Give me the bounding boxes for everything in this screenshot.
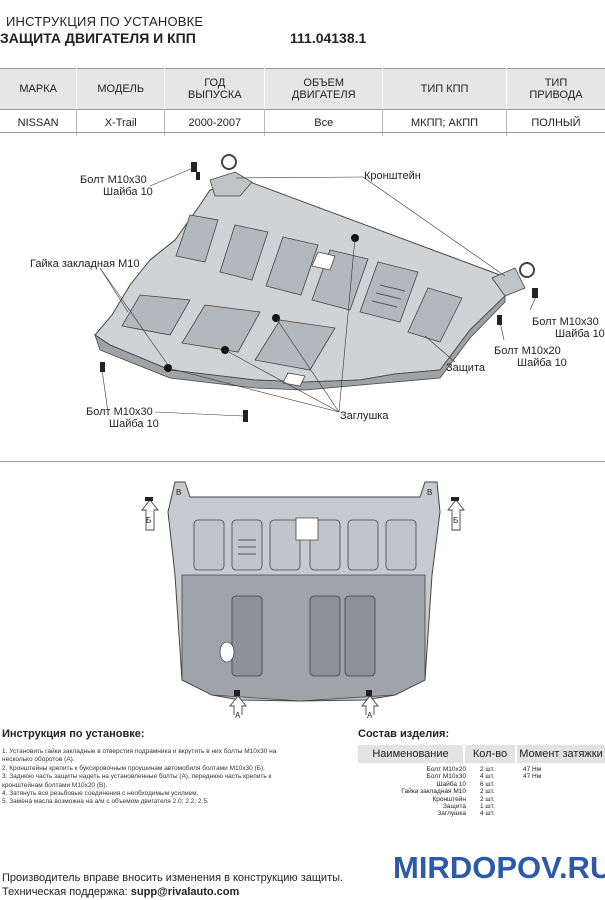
composition-header-torque: Момент затяжки bbox=[517, 745, 605, 763]
instruction-line: кронштейнам болтами М10х20 (В). bbox=[2, 781, 108, 789]
cell-year: 2000-2007 bbox=[164, 109, 266, 136]
label-nut: Гайка закладная М10 bbox=[30, 258, 140, 270]
spec-row: NISSAN X-Trail 2000-2007 Все МКПП; АКПП … bbox=[0, 109, 605, 136]
col-model: МОДЕЛЬ bbox=[76, 68, 166, 110]
instruction-line: 1. Установить гайки закладные в отверсти… bbox=[2, 748, 277, 755]
plan-view-diagram bbox=[141, 481, 465, 715]
instructions-list: 1. Установить гайки закладные в отверсти… bbox=[2, 748, 352, 807]
label-bolt-m20: Болт М10х20 Шайба 10 bbox=[494, 345, 567, 369]
cell-gearbox: МКПП; АКПП bbox=[382, 109, 507, 136]
label-bolt-bottom: Болт М10х30 Шайба 10 bbox=[86, 406, 159, 430]
view-label-v-right: В bbox=[427, 488, 433, 497]
instruction-line: 2. Кронштейны крепить к буксировочным пр… bbox=[2, 764, 265, 772]
view-label-a-left: А bbox=[235, 711, 241, 720]
doc-title: ИНСТРУКЦИЯ ПО УСТАНОВКЕ bbox=[6, 14, 204, 29]
support-email[interactable]: supp@rivalauto.com bbox=[130, 886, 240, 898]
col-brand: МАРКА bbox=[0, 68, 78, 110]
cell-model: X-Trail bbox=[76, 109, 166, 136]
label-shield: Защита bbox=[446, 362, 485, 374]
instruction-line: 3. Заднюю часть защиты надеть на установ… bbox=[2, 773, 272, 781]
watermark: MIRDOPOV.RU bbox=[393, 850, 605, 885]
composition-names: Болт М10х20 Болт М10х30 Шайба 10 Гайка з… bbox=[401, 766, 466, 818]
instruction-line: несколько оборотов (А). bbox=[2, 756, 75, 764]
cell-engine: Все bbox=[264, 109, 384, 136]
label-bolt-right: Болт М10х30 Шайба 10 bbox=[532, 316, 605, 340]
view-label-a-right: А bbox=[367, 711, 373, 720]
composition-qtys: 2 шт. 4 шт. 6 шт. 2 шт. 2 шт. 1 шт. 4 шт… bbox=[480, 766, 495, 818]
section-divider bbox=[0, 461, 605, 462]
view-label-v-left: В bbox=[176, 488, 182, 497]
cell-brand: NISSAN bbox=[0, 109, 78, 136]
table-bottom-line bbox=[0, 132, 605, 133]
composition-header-qty: Кол-во bbox=[465, 745, 515, 763]
composition-title: Состав изделия: bbox=[358, 728, 450, 740]
composition-header-name: Наименование bbox=[358, 745, 463, 763]
label-plug: Заглушка bbox=[340, 410, 389, 422]
isometric-shield-diagram bbox=[94, 154, 539, 422]
view-label-b-left: Б bbox=[146, 516, 152, 525]
label-bracket: Кронштейн bbox=[364, 170, 421, 182]
instruction-line: 4. Затянуть все резьбовые соединения с н… bbox=[2, 790, 199, 798]
article-number: 111.04138.1 bbox=[290, 30, 367, 46]
footer-support: Техническая поддержка: supp@rivalauto.co… bbox=[2, 886, 240, 898]
view-label-b-right: Б bbox=[453, 516, 459, 525]
footer-disclaimer: Производитель вправе вносить изменения в… bbox=[2, 872, 344, 884]
col-gearbox: ТИП КПП bbox=[382, 68, 507, 110]
instruction-line: 5. Замена масла возможна на а/м с объемо… bbox=[2, 798, 209, 806]
label-bolt-left-top: Болт М10х30 Шайба 10 bbox=[80, 174, 153, 198]
product-title: ЗАЩИТА ДВИГАТЕЛЯ И КПП bbox=[0, 30, 196, 46]
cell-drive: ПОЛНЫЙ bbox=[531, 117, 581, 129]
instructions-title: Инструкция по установке: bbox=[2, 728, 145, 740]
composition-torques: 47 Нм 47 Нм bbox=[523, 766, 542, 781]
